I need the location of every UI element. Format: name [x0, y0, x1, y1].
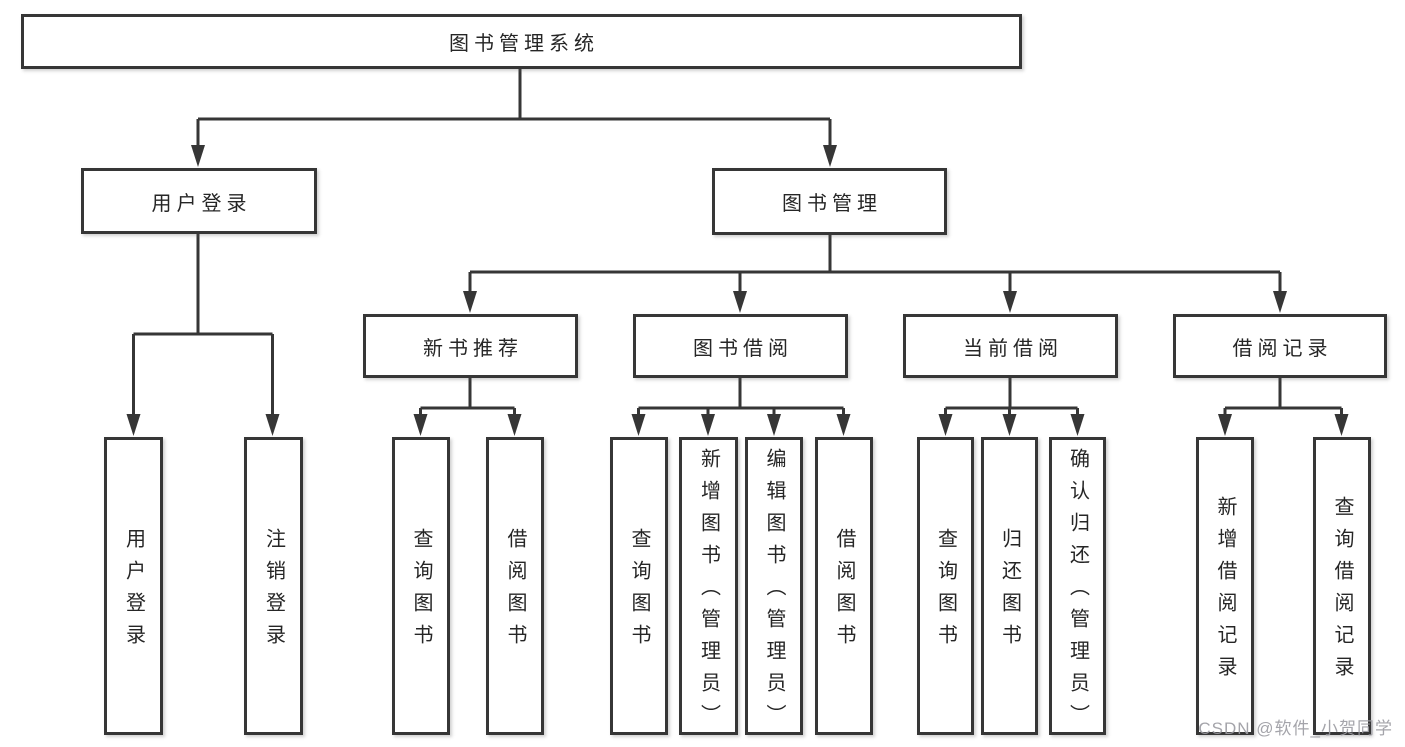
node-book-management-branch-label: 图书管理: [782, 193, 882, 215]
node-root-system: 图书管理系统: [21, 14, 1022, 69]
leaf-confirm-return-admin: 确认归还（管理员）: [1049, 437, 1106, 736]
leaf-add-borrow-record: 新增借阅记录: [1196, 437, 1254, 735]
connector-current-borrow-split: [938, 378, 1085, 436]
csdn-watermark: CSDN @软件_小贺同学: [1198, 719, 1393, 738]
node-user-login-branch: 用户登录: [81, 168, 317, 234]
node-current-borrow-label: 当前借阅: [963, 337, 1063, 360]
node-book-management-branch: 图书管理: [712, 168, 947, 235]
leaf-add-borrow-record-label: 新增借阅记录: [1214, 496, 1236, 688]
connector-borrow-records-split: [1218, 378, 1349, 436]
leaf-query-borrow-record: 查询借阅记录: [1313, 437, 1371, 735]
connector-user-login-split: [126, 233, 280, 436]
connector-book-management-split: [463, 235, 1287, 313]
leaf-user-login-label: 用户登录: [122, 528, 145, 656]
node-user-login-branch-label: 用户登录: [151, 192, 252, 215]
leaf-borrow-books-recommend: 借阅图书: [486, 437, 544, 735]
leaf-query-books-current-label: 查询图书: [934, 528, 957, 656]
node-book-borrow: 图书借阅: [633, 314, 848, 378]
connector-root-to-level2: [191, 68, 837, 167]
leaf-user-login: 用户登录: [104, 437, 163, 735]
connector-new-book-split: [413, 378, 522, 436]
leaf-query-books-recommend: 查询图书: [392, 437, 450, 735]
node-book-borrow-label: 图书借阅: [693, 337, 793, 360]
leaf-edit-books-admin-label: 编辑图书（管理员）: [763, 448, 785, 736]
leaf-logout-label: 注销登录: [262, 528, 285, 656]
node-root-system-label: 图书管理系统: [449, 33, 599, 55]
node-new-book-recommend: 新书推荐: [363, 314, 578, 378]
leaf-query-books-borrow-label: 查询图书: [628, 528, 650, 656]
leaf-edit-books-admin: 编辑图书（管理员）: [745, 437, 803, 736]
leaf-return-books: 归还图书: [981, 437, 1038, 735]
leaf-borrow-books-recommend-label: 借阅图书: [504, 528, 526, 656]
node-borrow-records: 借阅记录: [1173, 314, 1387, 378]
leaf-confirm-return-admin-label: 确认归还（管理员）: [1066, 448, 1089, 736]
leaf-add-books-admin: 新增图书（管理员）: [679, 437, 738, 736]
leaf-borrow-books-label: 借阅图书: [833, 528, 855, 656]
leaf-return-books-label: 归还图书: [998, 528, 1021, 656]
node-borrow-records-label: 借阅记录: [1232, 337, 1333, 360]
leaf-logout: 注销登录: [244, 437, 303, 735]
leaf-query-borrow-record-label: 查询借阅记录: [1331, 496, 1353, 688]
node-new-book-recommend-label: 新书推荐: [423, 337, 523, 360]
connector-book-borrow-split: [631, 378, 851, 436]
leaf-query-books-borrow: 查询图书: [610, 437, 668, 735]
leaf-borrow-books: 借阅图书: [815, 437, 873, 735]
leaf-query-books-recommend-label: 查询图书: [410, 528, 432, 656]
leaf-query-books-current: 查询图书: [917, 437, 974, 735]
node-current-borrow: 当前借阅: [903, 314, 1118, 378]
leaf-add-books-admin-label: 新增图书（管理员）: [697, 448, 720, 736]
